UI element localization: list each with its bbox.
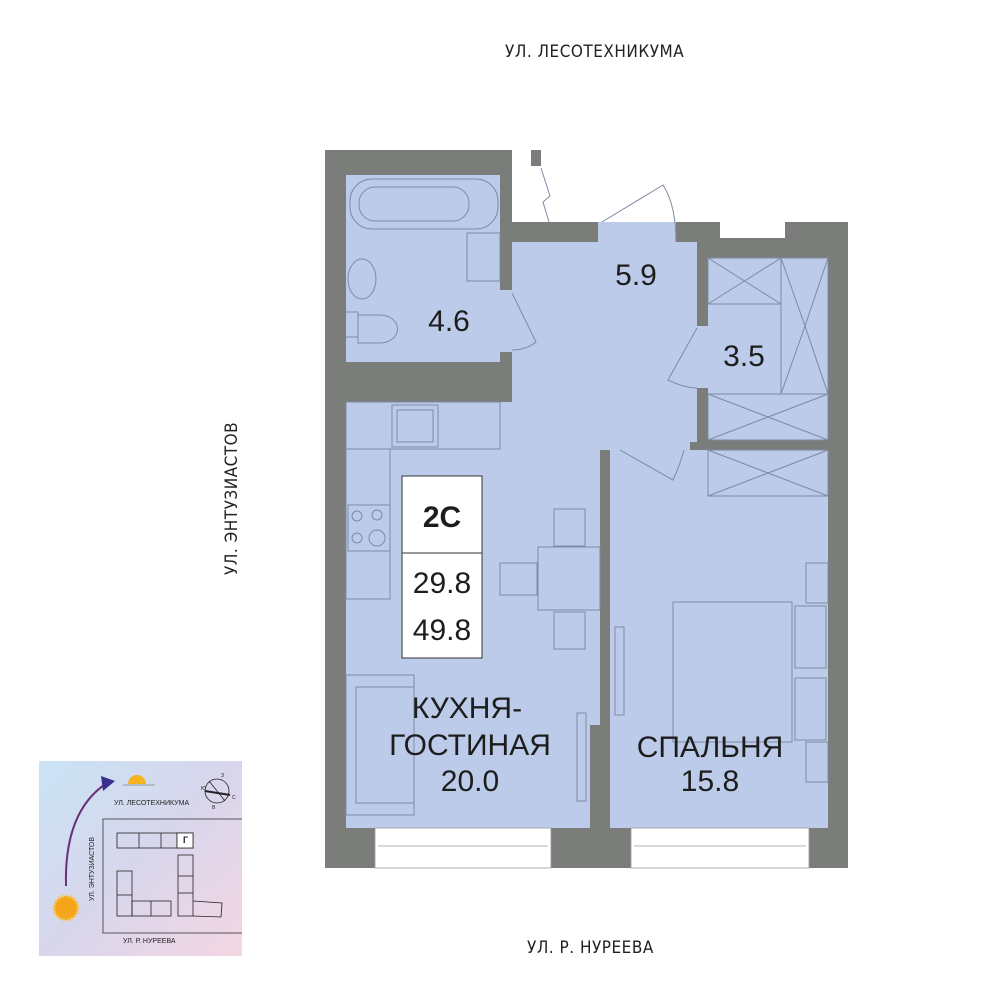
kitchen-label-1: КУХНЯ- <box>412 692 522 725</box>
bathroom <box>346 175 500 362</box>
entrance <box>598 222 676 244</box>
kitchen-area: 20.0 <box>441 765 499 798</box>
bathroom-area: 4.6 <box>428 305 470 338</box>
corr <box>598 440 620 450</box>
bedroom-door <box>619 449 685 481</box>
bath-door-gap <box>500 290 514 352</box>
storage <box>708 258 828 440</box>
apartment-type: 2С <box>423 501 461 534</box>
storage-area: 3.5 <box>723 340 765 373</box>
compass-icon <box>204 778 231 804</box>
compass-s: В <box>212 805 216 811</box>
bathtub <box>349 178 499 230</box>
compass-w: Ю <box>201 786 207 792</box>
furniture <box>345 167 829 816</box>
toilet-icon <box>346 311 398 344</box>
total-area: 49.8 <box>413 614 471 647</box>
kitchen-corridor <box>500 440 600 450</box>
door-swing <box>511 292 537 351</box>
partition <box>590 725 600 828</box>
windows <box>374 827 810 869</box>
apartment-info-box <box>401 475 483 659</box>
balcony-door <box>540 167 551 223</box>
bedroom-area: 15.8 <box>681 765 739 798</box>
wall-window-gap <box>720 222 785 238</box>
location-minimap: Г УЛ. ЛЕСОТЕХНИКУМА УЛ. Р. НУРЕЕВА УЛ. Э… <box>39 761 242 956</box>
storage-door-gap <box>695 326 710 388</box>
kitchen-label-2: ГОСТИНАЯ <box>389 729 551 762</box>
washer <box>466 232 501 282</box>
sunset-icon <box>119 775 159 794</box>
minimap-graphics <box>52 775 242 934</box>
table <box>537 546 601 611</box>
street-north-label: УЛ. ЛЕСОТЕХНИКУМА <box>505 42 685 62</box>
entrance-door <box>601 184 677 243</box>
stove <box>347 504 391 552</box>
sunrise-icon <box>52 894 80 922</box>
buildings <box>116 832 223 918</box>
bedroom-door-gap <box>620 438 690 452</box>
bed <box>672 601 793 743</box>
minimap-west-street: УЛ. ЭНТУЗИАСТОВ <box>89 836 96 901</box>
hallway-area: 5.9 <box>615 259 657 292</box>
minimap-south-street: УЛ. Р. НУРЕЕВА <box>123 938 176 945</box>
bedroom-label: СПАЛЬНЯ <box>637 731 784 764</box>
door-post <box>531 150 541 166</box>
sun-path-arrow <box>64 782 108 887</box>
storage-door <box>667 327 698 389</box>
street-south-label: УЛ. Р. НУРЕЕВА <box>527 938 654 958</box>
compass-e: С <box>232 795 236 801</box>
living-area: 29.8 <box>413 567 471 600</box>
sink <box>347 258 377 300</box>
minimap-building-letter: Г <box>183 835 189 845</box>
block-boundary <box>102 818 242 934</box>
minimap-north-street: УЛ. ЛЕСОТЕХНИКУМА <box>114 800 190 807</box>
compass-n: З <box>221 773 225 779</box>
arrow-head-icon <box>101 776 115 791</box>
